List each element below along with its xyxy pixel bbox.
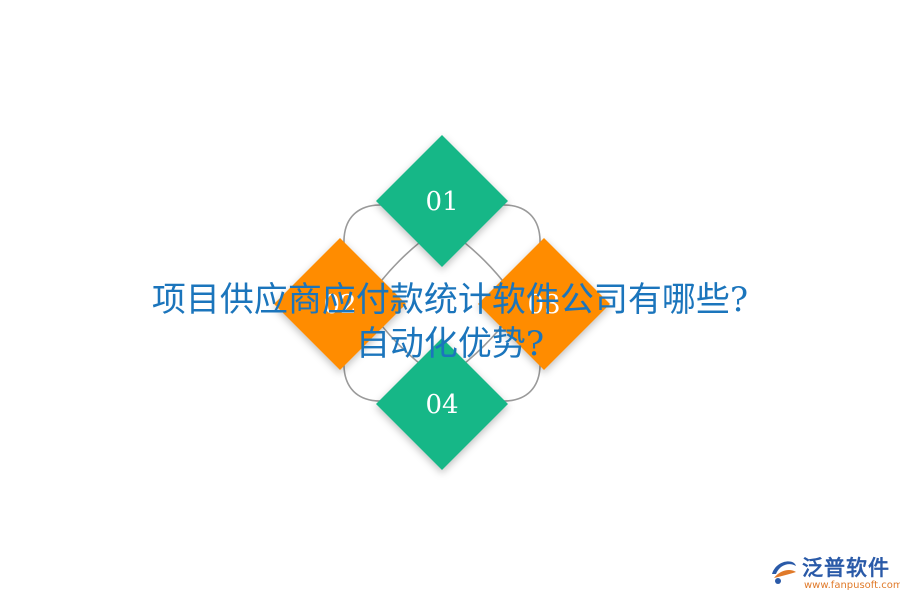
diamond-item-04: 04 <box>376 338 508 470</box>
diamond-item-02: 02 <box>274 238 406 370</box>
diamond-shape-01 <box>376 135 508 267</box>
brand-name: 泛普软件 <box>802 556 890 580</box>
brand-mark-icon <box>772 561 796 584</box>
connector-rings <box>343 204 541 402</box>
brand-logo: 泛普软件 www.fanpusoft.com <box>768 552 900 596</box>
diamond-shape-03 <box>478 238 610 370</box>
diamond-item-03: 03 <box>478 238 610 370</box>
brand-url: www.fanpusoft.com <box>804 580 900 591</box>
diamond-shape-04 <box>376 338 508 470</box>
ring-diagonal-b <box>343 204 541 402</box>
diamond-label-01: 01 <box>425 187 458 217</box>
diamond-item-01: 01 <box>376 135 508 267</box>
diamond-label-03: 03 <box>527 290 560 320</box>
diamond-label-02: 02 <box>323 290 356 320</box>
diamond-shape-02 <box>274 238 406 370</box>
diamond-label-04: 04 <box>425 390 458 420</box>
page-title-line-1: 项目供应商应付款统计软件公司有哪些? <box>151 280 749 320</box>
page-title-line-2: 自动化优势? <box>355 324 545 364</box>
ring-diagonal-a <box>343 204 541 402</box>
